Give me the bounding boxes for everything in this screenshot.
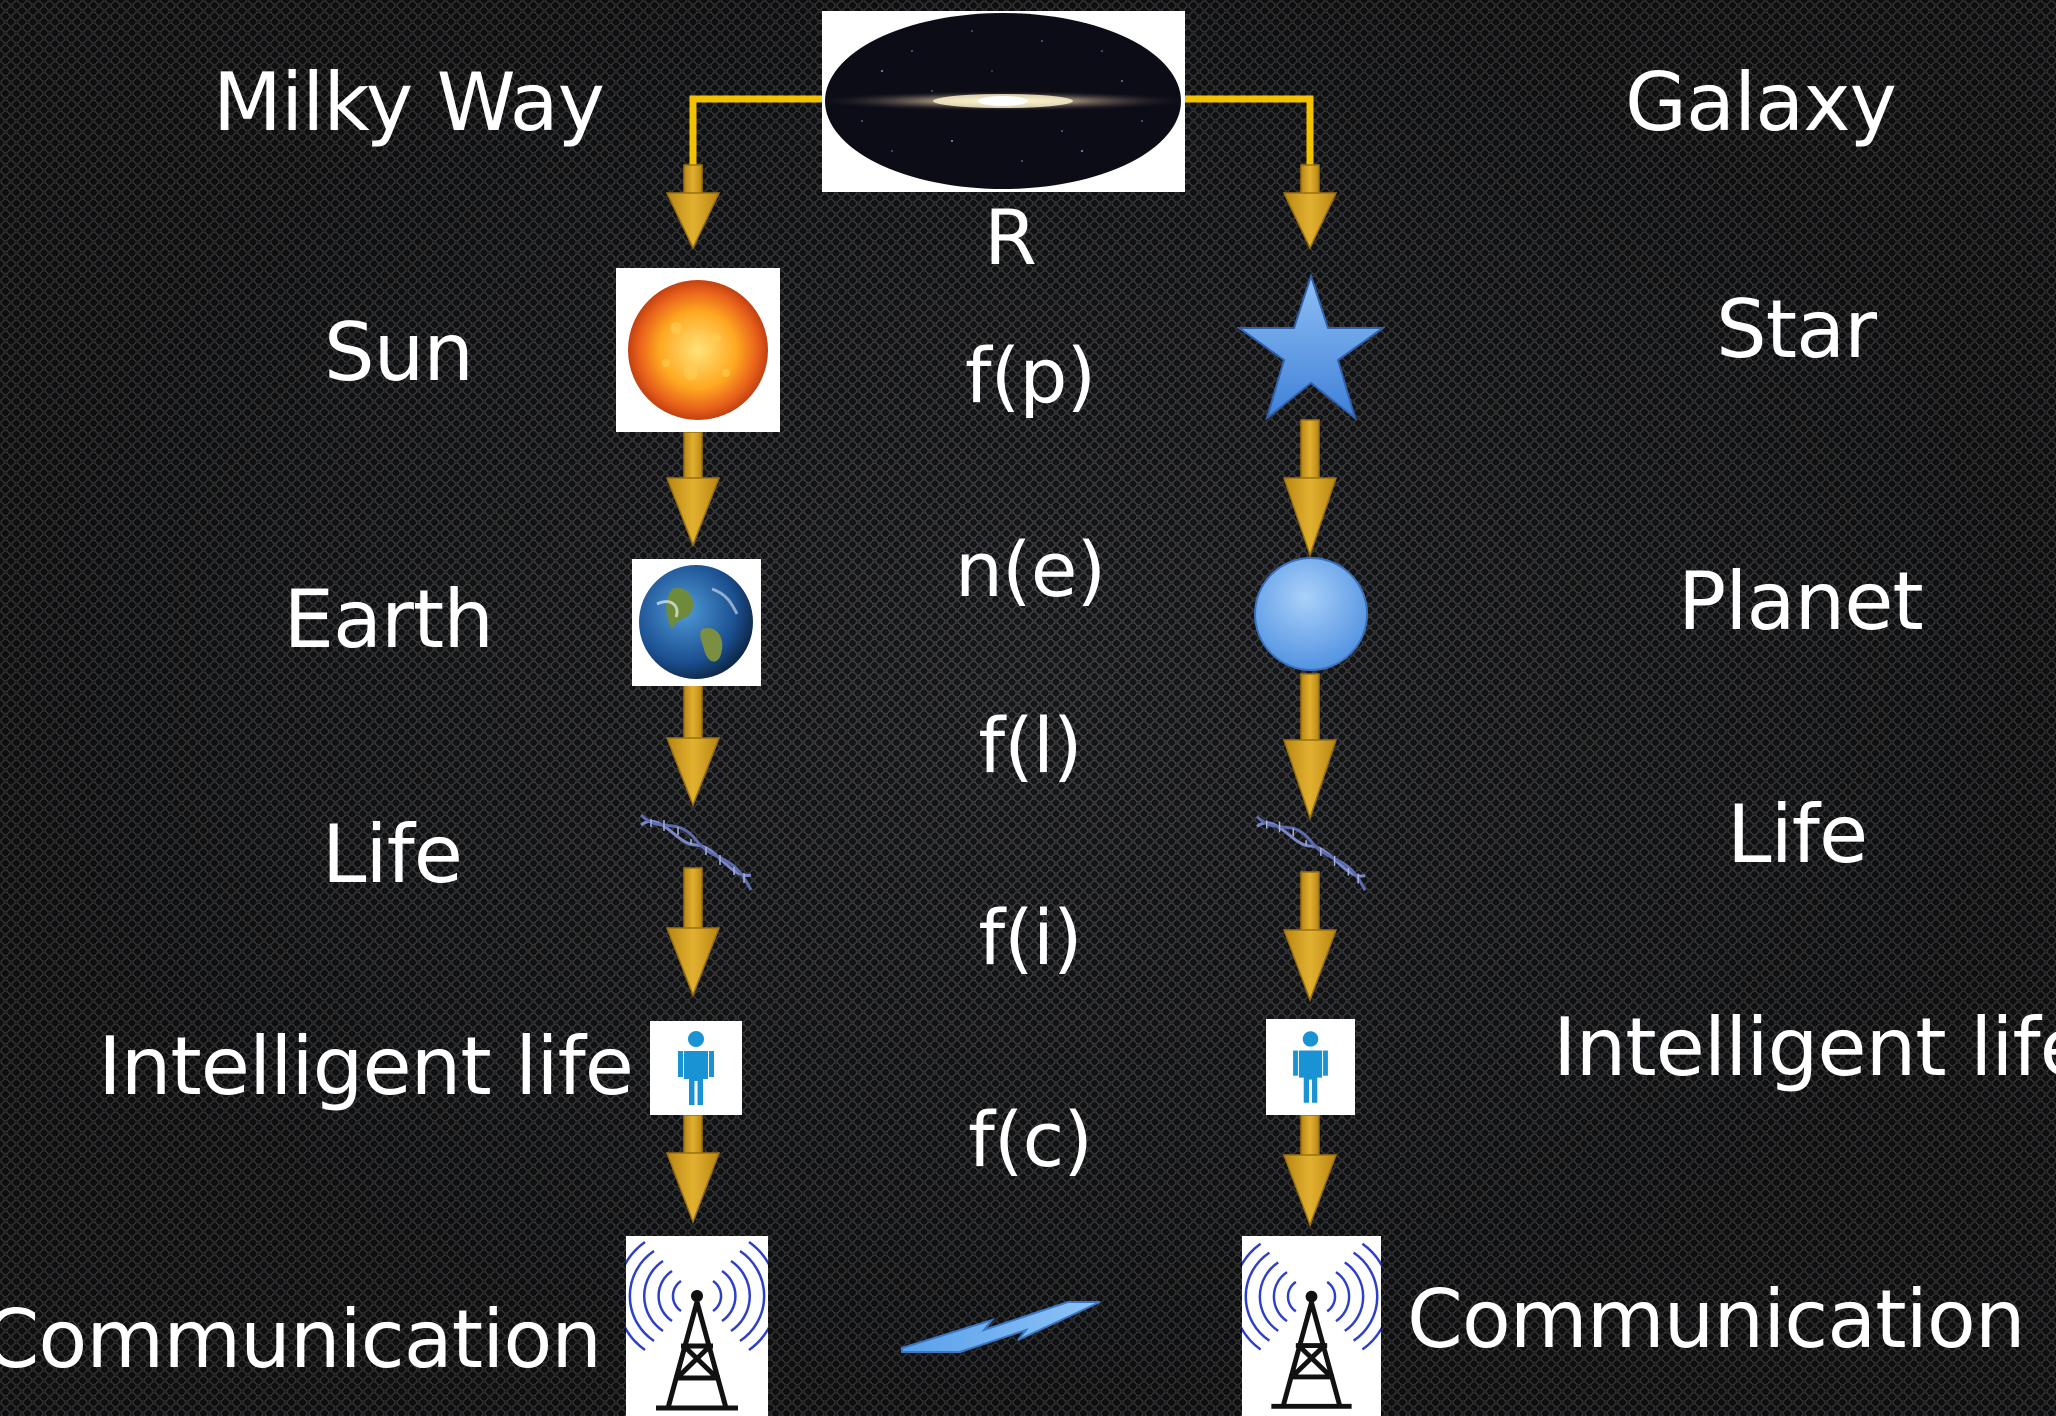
factor-r: R (984, 193, 1037, 282)
label-communication-left: Communication (0, 1293, 602, 1386)
star-icon (1237, 272, 1385, 422)
arrow-intelligent-to-communication-right (1282, 1114, 1338, 1228)
factor-fc: f(c) (968, 1095, 1093, 1184)
factor-fl: f(l) (978, 701, 1082, 790)
label-galaxy: Galaxy (1625, 56, 1897, 149)
arrow-intelligent-to-communication (665, 1114, 721, 1225)
circle-icon (1253, 555, 1369, 674)
label-star: Star (1716, 283, 1877, 376)
arrow-planet-to-life (1282, 673, 1338, 821)
sun-image (616, 268, 780, 432)
factor-fp: f(p) (964, 331, 1096, 420)
galaxy-connector-right (1184, 95, 1314, 170)
lightning-bolt-icon (900, 1300, 1102, 1354)
arrow-galaxy-to-sun (665, 164, 721, 250)
label-intelligent-life-right: Intelligent life (1553, 1001, 2056, 1094)
person-icon (650, 1021, 742, 1115)
label-milky-way: Milky Way (212, 56, 605, 149)
earth-image (632, 559, 761, 686)
person-icon (1266, 1019, 1355, 1115)
dna-helix-icon (1252, 806, 1370, 896)
factor-fi: f(i) (978, 893, 1082, 982)
radio-tower-icon (1242, 1236, 1381, 1416)
factor-ne: n(e) (954, 525, 1106, 614)
arrow-galaxy-to-star (1282, 164, 1338, 250)
label-life-right: Life (1727, 788, 1868, 881)
arrow-earth-to-life (665, 684, 721, 808)
galaxy-image (822, 11, 1185, 192)
arrow-life-to-intelligent-right (1282, 871, 1338, 1003)
dna-helix-icon (636, 805, 756, 895)
label-life-left: Life (321, 808, 463, 901)
label-earth: Earth (283, 573, 494, 666)
radio-tower-icon (626, 1236, 768, 1416)
arrow-star-to-planet (1282, 419, 1338, 558)
label-communication-right: Communication (1407, 1273, 2026, 1366)
arrow-life-to-intelligent (665, 867, 721, 998)
arrow-sun-to-earth (665, 431, 721, 548)
label-sun: Sun (323, 306, 474, 399)
label-intelligent-life-left: Intelligent life (98, 1020, 634, 1113)
galaxy-connector-left (689, 95, 826, 170)
label-planet: Planet (1678, 555, 1924, 648)
